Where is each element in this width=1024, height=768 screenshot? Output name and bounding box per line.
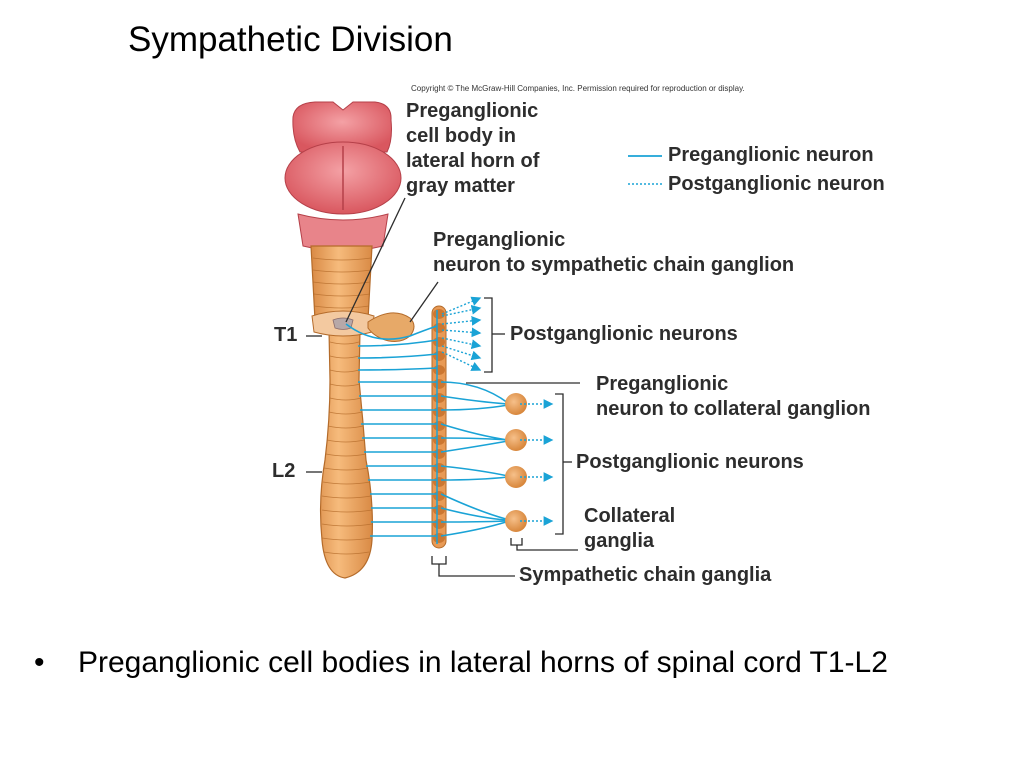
label-pre-to-chain: Preganglionic neuron to sympathetic chai… (433, 229, 795, 276)
bullet-list: • Preganglionic cell bodies in lateral h… (30, 644, 990, 682)
label-sympathetic-chain-ganglia: Sympathetic chain ganglia (519, 564, 772, 586)
spinal-cord (310, 245, 415, 579)
bullet-marker: • (34, 646, 45, 679)
collateral-ganglia (505, 393, 527, 532)
slide-title: Sympathetic Division (128, 20, 453, 59)
bullet-text: Preganglionic cell bodies in lateral hor… (78, 646, 888, 679)
leader-lines (306, 197, 580, 577)
copyright-notice: Copyright © The McGraw-Hill Companies, I… (411, 84, 745, 93)
sympathetic-division-figure: Preganglionic cell body in lateral horn … (272, 100, 885, 586)
legend-swatches (628, 155, 662, 185)
label-collateral-ganglia: Collateral ganglia (584, 505, 676, 552)
preganglionic-neurons (345, 323, 509, 537)
bullet-item: • Preganglionic cell bodies in lateral h… (30, 644, 990, 682)
label-postganglionic-upper: Postganglionic neurons (510, 323, 738, 345)
label-l2: L2 (272, 460, 296, 482)
brainstem (284, 101, 402, 252)
label-t1: T1 (274, 324, 298, 346)
label-pre-to-collateral: Preganglionic neuron to collateral gangl… (596, 373, 871, 420)
label-postganglionic-lower: Postganglionic neurons (576, 451, 804, 473)
anatomy-illustration (284, 101, 662, 579)
label-preganglionic-cell-body: Preganglionic cell body in lateral horn … (406, 100, 540, 197)
sympathetic-chain (431, 305, 447, 549)
legend-postganglionic: Postganglionic neuron (668, 173, 885, 195)
postganglionic-neurons (441, 296, 554, 526)
legend-preganglionic: Preganglionic neuron (668, 144, 874, 166)
